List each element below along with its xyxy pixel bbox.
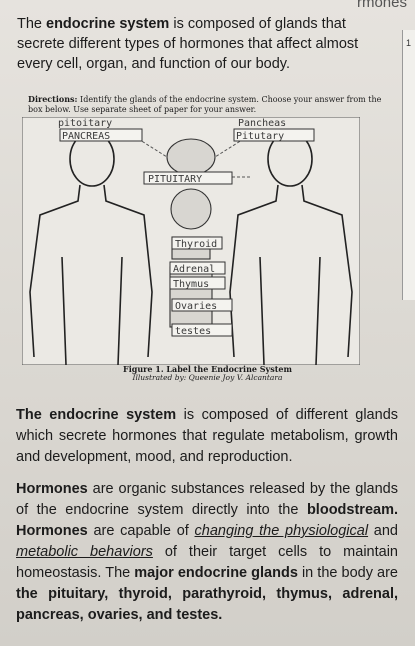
p2-bold-hormones-2: Hormones — [16, 523, 88, 539]
label-thymus: Thymus — [173, 279, 209, 290]
label-ovaries: Ovaries — [175, 301, 217, 312]
p2-bold-hormones-1: Hormones — [16, 481, 88, 497]
figure-caption: Figure 1. Label the Endocrine System — [123, 364, 292, 374]
figure-credit: Illustrated by: Queenie Joy V. Alcantara — [132, 373, 283, 382]
label-handwritten-pituitary-left: pitoitary — [58, 118, 112, 129]
edge-number: 1 — [406, 38, 412, 48]
p2-bold-major-glands: major endocrine glands — [134, 565, 298, 581]
intro-bold-term: endocrine system — [46, 16, 170, 32]
p2-bold-bloodstream: bloodstream. — [306, 502, 398, 518]
paragraph-endocrine-system: The endocrine system is composed of diff… — [16, 405, 398, 468]
directions-text: Directions: Identify the glands of the e… — [28, 94, 388, 115]
p2-underline-metabolic: metabolic behaviors — [16, 544, 153, 560]
label-handwritten-pancreas-right: Pancheas — [238, 118, 286, 129]
label-pituitary-right: Pitutary — [236, 131, 284, 142]
label-pituitary-center: PITUITARY — [148, 174, 202, 185]
p2-text-1: are organic substances released by the g… — [16, 481, 398, 518]
endocrine-diagram: pitoitary PANCREAS Pancheas Pitutary PIT… — [22, 117, 360, 365]
p2-text-3: and — [368, 523, 398, 539]
p2-underline-physiological: changing the physiological — [194, 523, 369, 539]
intro-text-rest: is composed of glands that secrete diffe… — [17, 16, 359, 72]
intro-paragraph: The endocrine system is composed of glan… — [17, 14, 392, 74]
p1-bold-term: The endocrine system — [16, 407, 177, 423]
label-boxes — [59, 128, 315, 337]
label-testes: testes — [175, 326, 211, 337]
right-body-outline — [229, 131, 353, 365]
intro-text-start: The — [17, 16, 47, 32]
label-thyroid: Thyroid — [175, 239, 217, 250]
adjacent-page-edge: 1 — [402, 30, 415, 300]
p1-rest: is composed of different glands which se… — [16, 407, 399, 465]
paragraph-hormones: Hormones are organic substances released… — [16, 479, 398, 626]
p2-text-2: are capable of — [87, 523, 195, 539]
label-pancreas-left: PANCREAS — [62, 131, 110, 142]
p2-text-4: of their target cells to maintain homeos… — [16, 544, 398, 581]
p2-text-5: in the body are — [297, 565, 398, 581]
directions-label: Directions: — [28, 94, 78, 104]
directions-body: Identify the glands of the endocrine sys… — [28, 95, 382, 114]
header-title-fragment: rmones — [356, 0, 407, 11]
p2-bold-gland-list: the pituitary, thyroid, parathyroid, thy… — [16, 586, 398, 623]
label-adrenal: Adrenal — [173, 264, 215, 275]
